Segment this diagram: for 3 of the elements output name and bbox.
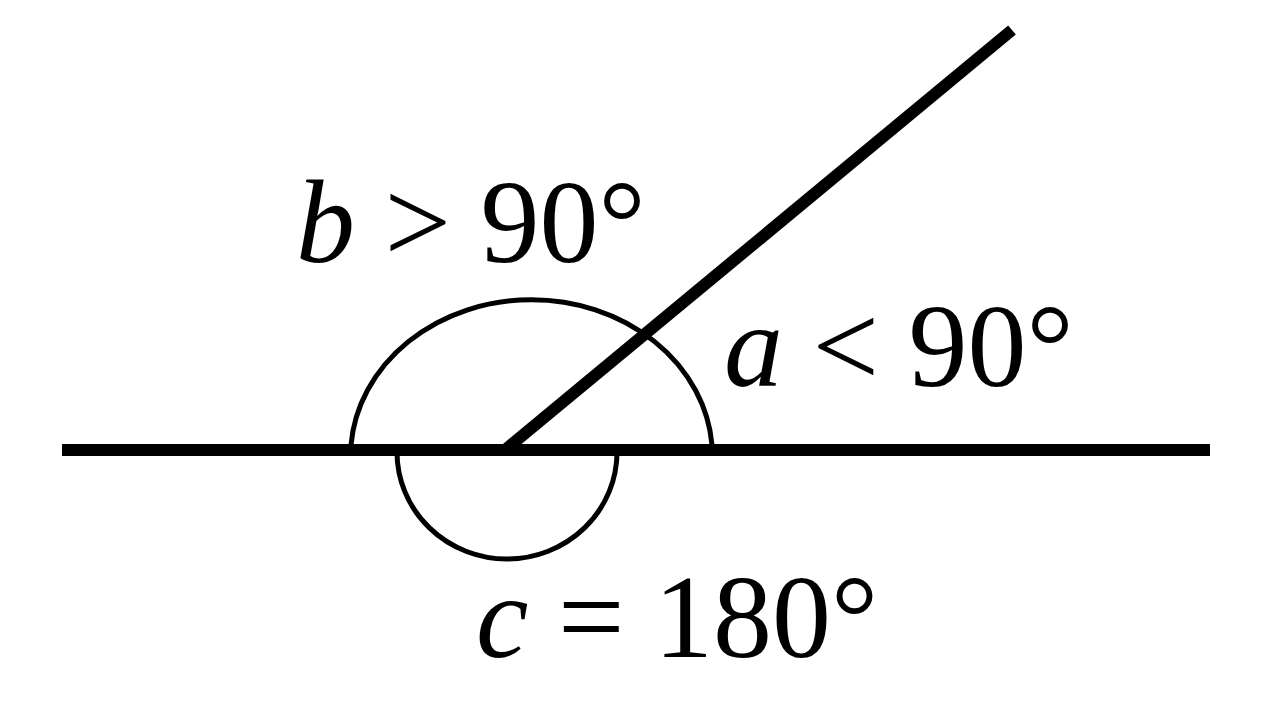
- angle-label: c = 180°: [476, 553, 879, 683]
- angle-label: a < 90°: [724, 282, 1074, 412]
- angle-label: b > 90°: [296, 158, 646, 288]
